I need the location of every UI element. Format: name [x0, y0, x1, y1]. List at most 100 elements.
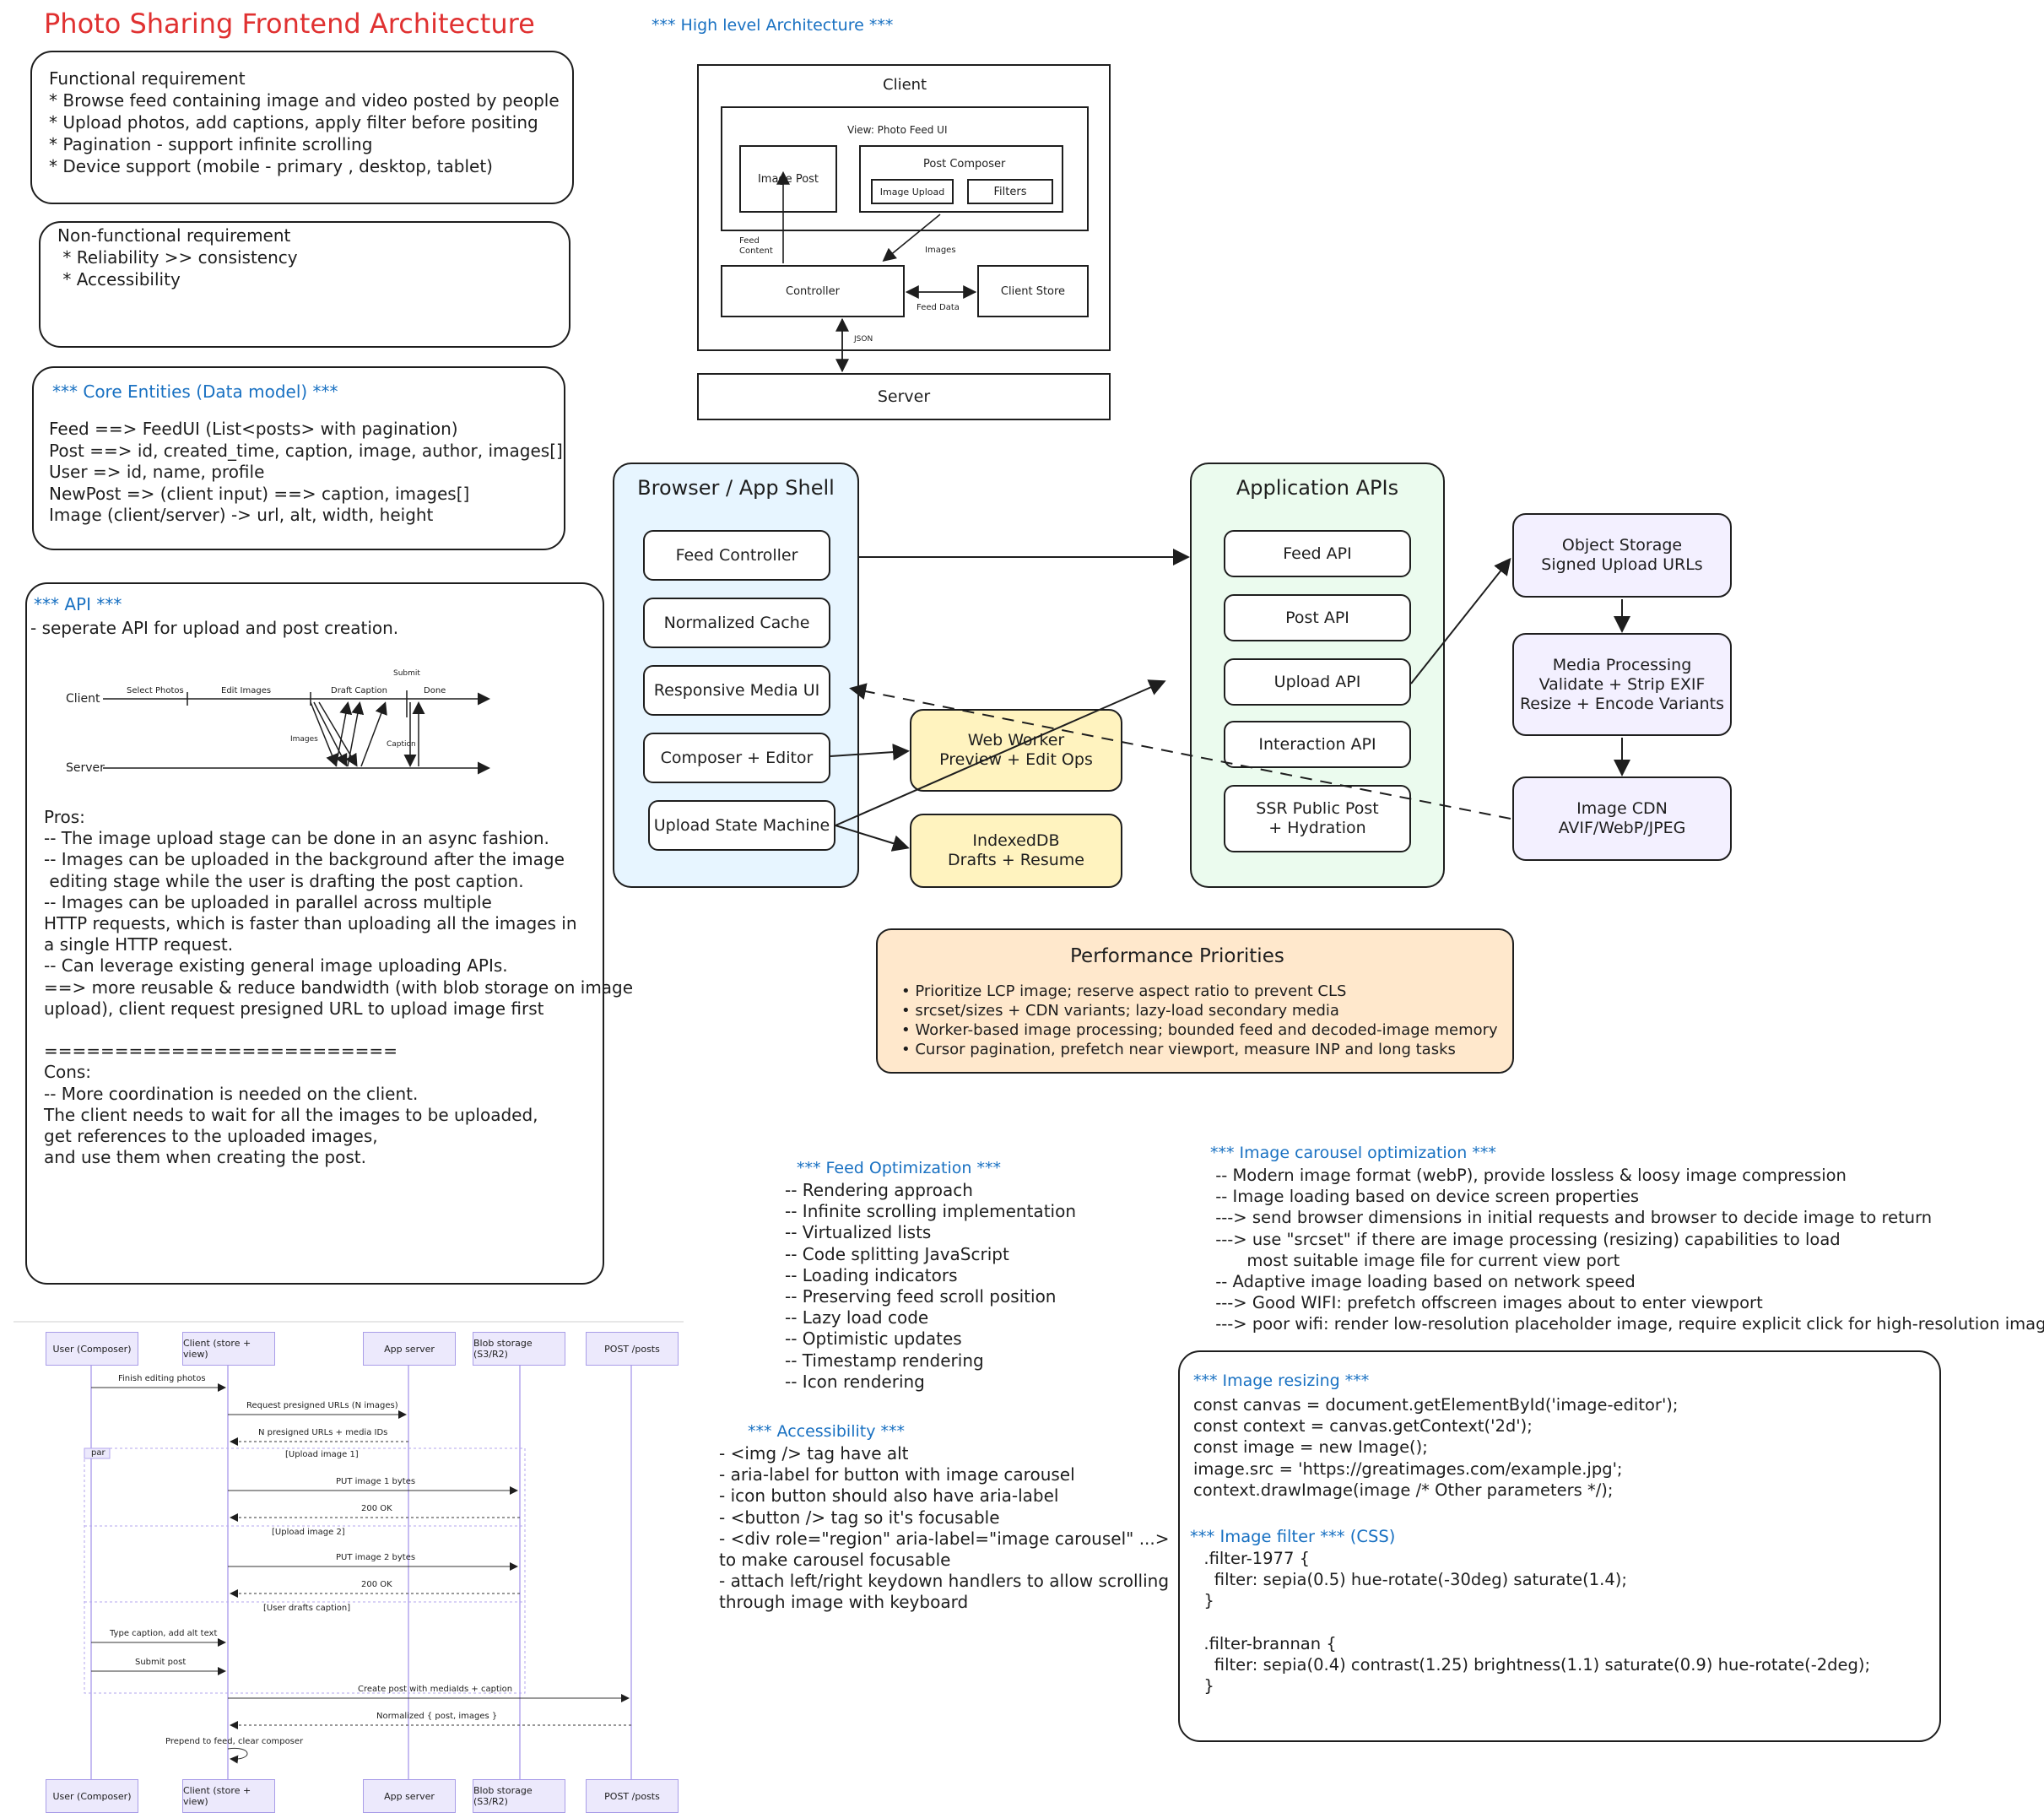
filter-code-line: }: [1193, 1591, 1214, 1611]
pros-cons-line: Pros:: [44, 807, 85, 827]
pros-cons-line: -- Images can be uploaded in parallel ac…: [44, 891, 492, 912]
upload-api: Upload API: [1224, 658, 1411, 706]
seq-msg-10: Create post with mediaIds + caption: [358, 1685, 513, 1694]
image-resizing-heading: *** Image resizing ***: [1193, 1372, 1370, 1390]
image-filter-code: .filter-1977 { filter: sepia(0.5) hue-ro…: [1193, 1548, 1870, 1696]
pros-cons-line: -- Images can be uploaded in the backgro…: [44, 849, 565, 870]
seq-par-label: par: [91, 1448, 105, 1458]
indexeddb: IndexedDB Drafts + Resume: [910, 814, 1122, 888]
code-line: const image = new Image();: [1193, 1437, 1428, 1458]
architecture-arrows: [830, 549, 1630, 852]
performance-priorities-box: [876, 928, 1514, 1074]
high-level-heading: *** High level Architecture ***: [652, 16, 894, 35]
core-entities-box: [32, 366, 565, 550]
pros-cons-line: editing stage while the user is drafting…: [44, 870, 524, 891]
performance-priorities-list: • Prioritize LCP image; reserve aspect r…: [901, 982, 1498, 1059]
filter-code-line: }: [1193, 1676, 1214, 1696]
functional-line: Functional requirement: [49, 68, 246, 89]
functional-line: * Pagination - support infinite scrollin…: [49, 134, 373, 154]
nonfunctional-line: * Reliability >> consistency: [57, 247, 298, 268]
feed-optimization-heading: *** Feed Optimization ***: [797, 1159, 1001, 1177]
carousel-item: -- Image loading based on device screen …: [1210, 1187, 1640, 1207]
carousel-item: ---> Good WIFI: prefetch offscreen image…: [1210, 1293, 1763, 1313]
client-label: Client: [883, 76, 927, 94]
seq-actor-user-top: User (Composer): [46, 1332, 138, 1366]
seq-group-2: [Upload image 2]: [272, 1528, 345, 1537]
core-entities-text: Feed ==> FeedUI (List<posts> with pagina…: [49, 419, 563, 527]
pros-cons-line: The client needs to wait for all the ima…: [44, 1104, 538, 1125]
timeline-server-label: Server: [66, 761, 105, 775]
pros-cons-line: a single HTTP request.: [44, 934, 234, 955]
browser-app-shell-title: Browser / App Shell: [637, 476, 835, 500]
feed-optimization-item: -- Rendering approach: [785, 1180, 973, 1200]
functional-requirements-box: [30, 51, 574, 204]
accessibility-heading: *** Accessibility ***: [748, 1422, 905, 1441]
pros-cons-line: get references to the uploaded images,: [44, 1126, 378, 1147]
feed-data-label: Feed Data: [917, 303, 960, 312]
pros-cons-line: and use them when creating the post.: [44, 1147, 366, 1168]
core-entities-heading: *** Core Entities (Data model) ***: [52, 381, 338, 402]
performance-item: • Worker-based image processing; bounded…: [901, 1021, 1498, 1039]
accessibility-item: - attach left/right keydown handlers to …: [719, 1571, 1170, 1592]
object-storage: Object Storage Signed Upload URLs: [1512, 513, 1732, 598]
accessibility-item: - <button /> tag so it's focusable: [719, 1507, 1000, 1528]
image-filter-heading-suffix: (CSS): [1344, 1527, 1396, 1546]
api-timeline: [103, 690, 490, 775]
accessibility-item: through image with keyboard: [719, 1592, 969, 1613]
pros-cons-line: [44, 1020, 633, 1041]
accessibility-item: - aria-label for button with image carou…: [719, 1464, 1075, 1485]
high-level-arrows: [776, 170, 977, 373]
functional-line: * Upload photos, add captions, apply fil…: [49, 112, 538, 133]
feed-api: Feed API: [1224, 530, 1411, 577]
entity-line: Post ==> id, created_time, caption, imag…: [49, 440, 563, 461]
application-apis-title: Application APIs: [1236, 476, 1399, 500]
filter-code-line: filter: sepia(0.5) hue-rotate(-30deg) sa…: [1193, 1570, 1627, 1590]
feed-optimization-item: -- Preserving feed scroll position: [785, 1286, 1057, 1307]
api-pros-cons: Pros:-- The image upload stage can be do…: [44, 807, 633, 1168]
view-label: View: Photo Feed UI: [847, 124, 948, 136]
ssr-public-post: SSR Public Post + Hydration: [1224, 785, 1411, 852]
performance-item: • srcset/sizes + CDN variants; lazy-load…: [901, 1002, 1339, 1020]
seq-actor-blob-top: Blob storage (S3/R2): [473, 1332, 565, 1366]
carousel-item: ---> use "srcset" if there are image pro…: [1210, 1229, 1841, 1249]
seq-msg-1: Finish editing photos: [118, 1374, 206, 1383]
timeline-edit-label: Edit Images: [221, 686, 272, 695]
seq-msg-8: Type caption, add alt text: [110, 1629, 218, 1638]
carousel-item: ---> send browser dimensions in initial …: [1210, 1208, 1933, 1228]
functional-line: * Device support (mobile - primary , des…: [49, 156, 493, 176]
code-line: image.src = 'https://greatimages.com/exa…: [1193, 1458, 1623, 1479]
composer-editor: Composer + Editor: [643, 733, 830, 783]
client-store-box: Client Store: [977, 265, 1089, 317]
pros-cons-line: upload), client request presigned URL to…: [44, 998, 544, 1019]
normalized-cache: Normalized Cache: [643, 598, 830, 648]
seq-group-3: [User drafts caption]: [263, 1604, 351, 1613]
filters-box: Filters: [967, 179, 1053, 204]
post-api: Post API: [1224, 594, 1411, 641]
image-cdn: Image CDN AVIF/WebP/JPEG: [1512, 776, 1732, 861]
filter-code-line: filter: sepia(0.4) contrast(1.25) bright…: [1193, 1655, 1871, 1675]
feed-optimization-item: -- Timestamp rendering: [785, 1350, 984, 1371]
accessibility-list: - <img /> tag have alt- aria-label for b…: [719, 1443, 1170, 1614]
interaction-api: Interaction API: [1224, 721, 1411, 768]
pros-cons-line: HTTP requests, which is faster than uplo…: [44, 913, 577, 934]
seq-msg-11: Normalized { post, images }: [376, 1712, 498, 1721]
seq-msg-3: N presigned URLs + media IDs: [258, 1428, 388, 1437]
api-subtitle: - seperate API for upload and post creat…: [30, 618, 399, 638]
accessibility-item: - <div role="region" aria-label="image c…: [719, 1528, 1170, 1549]
feed-optimization-list: -- Rendering approach-- Infinite scrolli…: [785, 1180, 1076, 1393]
code-line: const canvas = document.getElementById('…: [1193, 1395, 1679, 1415]
filter-code-line: [1193, 1612, 1870, 1633]
nonfunctional-line: * Accessibility: [57, 269, 181, 289]
responsive-media-ui: Responsive Media UI: [643, 665, 830, 716]
seq-group-1: [Upload image 1]: [285, 1450, 359, 1459]
images-label: Images: [925, 246, 956, 255]
timeline-done-label: Done: [424, 686, 446, 695]
server-box: Server: [697, 373, 1111, 420]
timeline-submit-label: Submit: [393, 669, 420, 678]
feed-optimization-item: -- Lazy load code: [785, 1307, 929, 1328]
seq-msg-12: Prepend to feed, clear composer: [165, 1737, 304, 1746]
pros-cons-line: -- Can leverage existing general image u…: [44, 955, 508, 977]
feed-content-label: Feed Content: [739, 236, 773, 256]
seq-msg-5: 200 OK: [361, 1504, 392, 1513]
feed-optimization-item: -- Optimistic updates: [785, 1328, 962, 1350]
